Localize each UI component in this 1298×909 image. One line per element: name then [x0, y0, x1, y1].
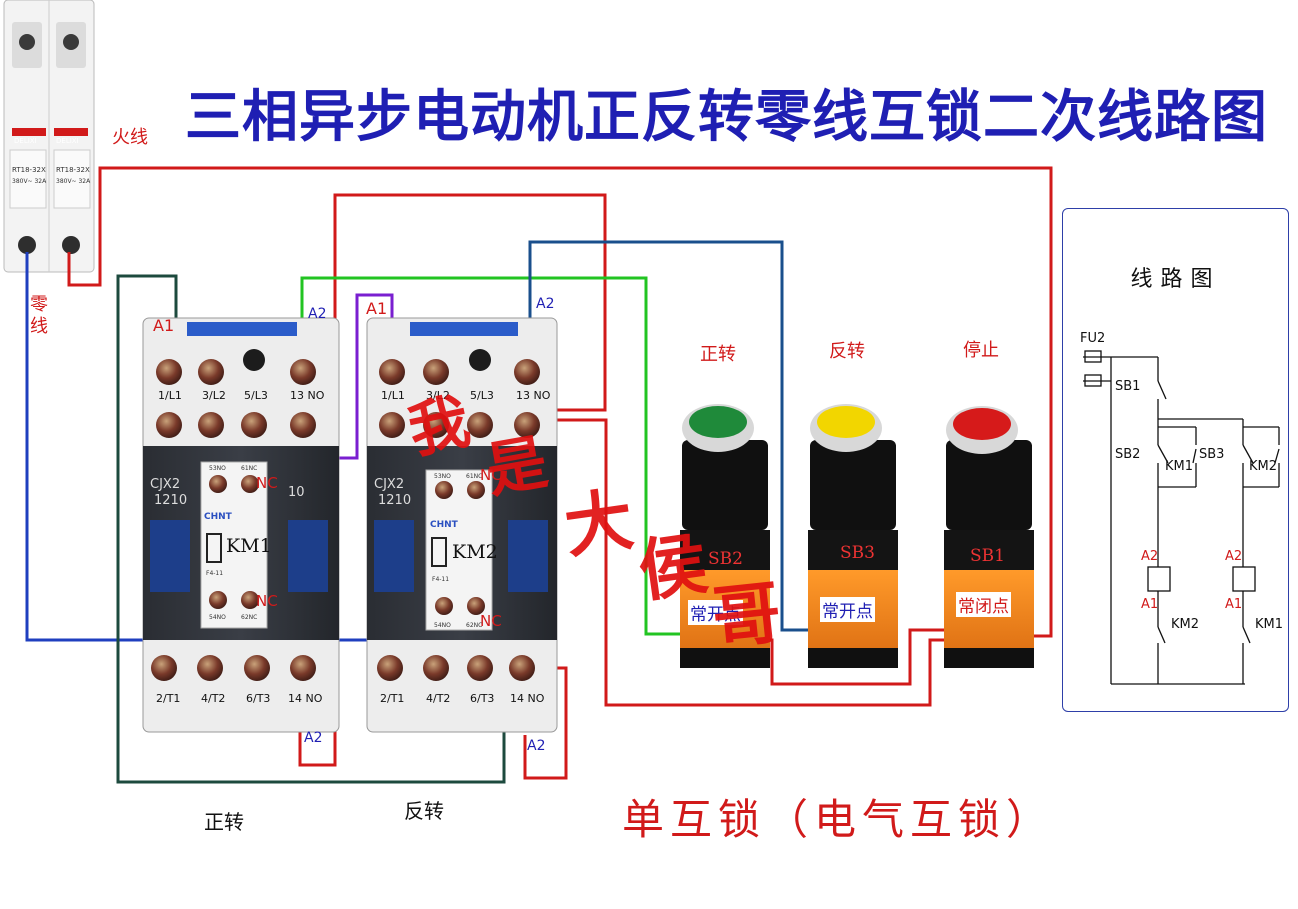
schematic-sb2: SB2: [1115, 447, 1141, 462]
schematic-a2-left: A2: [1141, 549, 1159, 564]
green-wire: [300, 276, 688, 636]
schematic-sb3: SB3: [1199, 447, 1225, 462]
schematic-sb1: SB1: [1115, 379, 1141, 394]
schematic-km1-interlock: KM1: [1255, 617, 1284, 632]
km2-caption: 反转: [404, 799, 444, 823]
km2-aux-62: 62NC: [466, 622, 483, 629]
blue-wire: [528, 240, 815, 632]
watermark-char-5: 哥: [708, 572, 785, 660]
live-wire: [67, 166, 1053, 638]
km2-aux-code: F4-11: [432, 576, 450, 583]
km1-aux-62: 62NC: [241, 614, 258, 621]
km1-a2-label: A2: [308, 306, 327, 322]
km2-nc-top: NC: [480, 466, 502, 484]
pushbutton-sb3: [808, 404, 898, 668]
pushbutton-sb1: [944, 406, 1034, 668]
km2-terminal-5: 5/L3: [470, 389, 494, 402]
contactor-km1: [142, 317, 340, 733]
neutral-wire-label-text: 零线: [30, 294, 48, 337]
schematic-panel: 线路图: [1062, 208, 1289, 712]
schematic-title: 线路图: [1130, 267, 1221, 292]
km2-a1-label: A1: [366, 299, 388, 318]
km1-aux-54: 54NO: [209, 614, 226, 621]
km2-aux-54: 54NO: [434, 622, 451, 629]
km2-a2-bottom-label: A2: [527, 738, 546, 754]
sb1-contact: 常闭点: [956, 592, 1011, 617]
km2-terminal-6: 6/T3: [470, 692, 495, 705]
km1-terminal-3: 3/L2: [202, 389, 226, 402]
schematic-fu2: FU2: [1080, 331, 1106, 346]
neutral-wire-label: 零线: [30, 294, 50, 338]
fuse-model-2: RT18-32X: [56, 166, 90, 174]
schematic-km2-hold: KM2: [1249, 459, 1278, 474]
schematic-km1-hold: KM1: [1165, 459, 1194, 474]
km2-aux-53: 53NO: [434, 473, 451, 480]
sb2-contact: 常开点: [688, 600, 743, 625]
km2-terminal-14: 14 NO: [510, 692, 545, 705]
km2-model-line2: 1210: [378, 493, 412, 508]
km1-nc-top: NC: [256, 474, 278, 492]
fuse-rating-2: 380V~ 32A: [56, 178, 91, 185]
km1-side-number: 10: [288, 485, 305, 500]
km2-aux-61: 61NC: [466, 473, 483, 480]
km1-model-line1: CJX2: [150, 477, 181, 492]
km2-terminal-2: 2/T1: [380, 692, 405, 705]
km1-aux-brand: CHNT: [204, 512, 232, 522]
km1-terminal-6: 6/T3: [246, 692, 271, 705]
sb2-id: SB2: [708, 549, 743, 569]
watermark-char-4: 侯: [633, 523, 713, 613]
km2-terminal-3: 3/L2: [426, 389, 450, 402]
km1-aux-61: 61NC: [241, 465, 258, 472]
km1-aux-code: F4-11: [206, 570, 224, 577]
km1-terminal-13: 13 NO: [290, 389, 325, 402]
km2-terminal-1: 1/L1: [381, 389, 405, 402]
km1-caption: 正转: [204, 810, 244, 834]
km1-model-line2: 1210: [154, 493, 188, 508]
km2-nc-bottom: NC: [480, 612, 502, 630]
schematic-a1-left: A1: [1141, 597, 1159, 612]
km1-a2-bottom-label: A2: [304, 730, 323, 746]
fuse-model-1: RT18-32X: [12, 166, 46, 174]
red-wire-km2-13: [530, 418, 950, 707]
contactor-km2: [366, 317, 558, 733]
km1-nc-bottom: NC: [256, 592, 278, 610]
sb2-title: 正转: [700, 344, 736, 365]
fuse-brand-1: DELIXI: [14, 137, 37, 145]
schematic-a1-right: A1: [1225, 597, 1243, 612]
sb3-id: SB3: [840, 543, 875, 563]
km2-id: KM2: [452, 541, 498, 563]
schematic-km2-interlock: KM2: [1171, 617, 1200, 632]
km2-a2-label: A2: [536, 296, 555, 312]
km2-terminal-4: 4/T2: [426, 692, 451, 705]
km1-terminal-4: 4/T2: [201, 692, 226, 705]
km1-aux-53: 53NO: [209, 465, 226, 472]
sb3-contact: 常开点: [820, 597, 875, 622]
watermark-char-3: 大: [559, 479, 639, 569]
km1-terminal-2: 2/T1: [156, 692, 181, 705]
sb3-title: 反转: [829, 341, 865, 362]
subtitle: 单互锁（电气互锁）: [622, 795, 1055, 844]
fuse-brand-2: DELIXI: [56, 137, 79, 145]
sb1-id: SB1: [970, 546, 1005, 566]
schematic-svg: [1083, 350, 1280, 685]
sb1-title: 停止: [963, 340, 999, 361]
km2-terminal-13: 13 NO: [516, 389, 551, 402]
fuse-block: [3, 0, 95, 273]
km1-a1-label: A1: [153, 316, 175, 335]
km2-aux-brand: CHNT: [430, 520, 458, 530]
schematic-a2-right: A2: [1225, 549, 1243, 564]
live-wire-label: 火线: [112, 127, 148, 148]
km1-id: KM1: [226, 535, 272, 557]
km1-terminal-5: 5/L3: [244, 389, 268, 402]
fuse-rating-1: 380V~ 32A: [12, 178, 47, 185]
km2-model-line1: CJX2: [374, 477, 405, 492]
km1-terminal-1: 1/L1: [158, 389, 182, 402]
km1-terminal-14: 14 NO: [288, 692, 323, 705]
